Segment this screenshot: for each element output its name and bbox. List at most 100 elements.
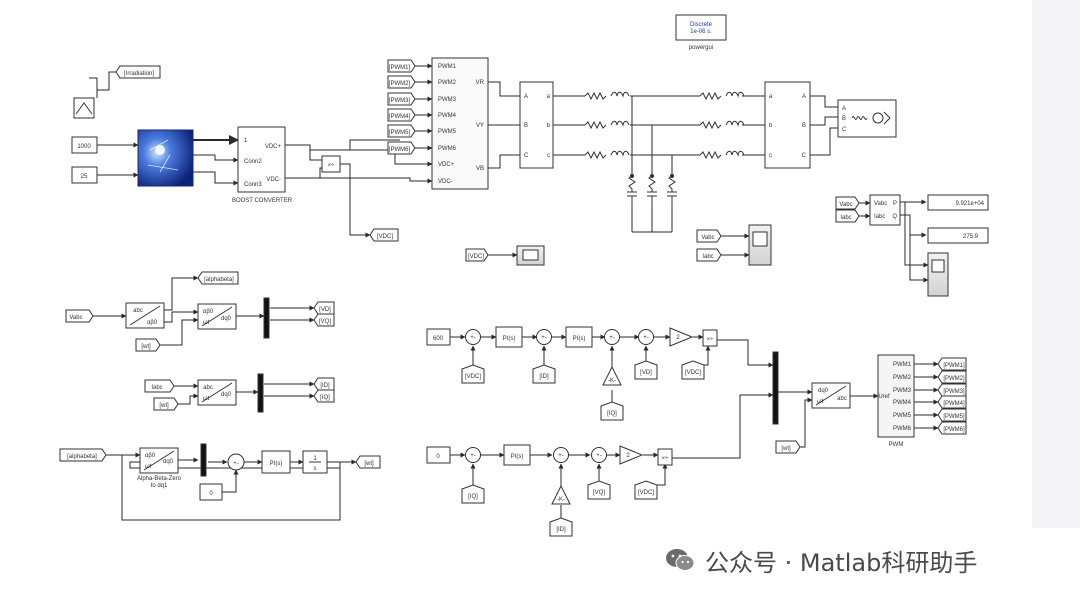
inductor-inv-0[interactable]	[584, 91, 630, 101]
gain-k-lower[interactable]: -K-	[551, 484, 571, 505]
pwm-goto-4[interactable]: [PWM4]	[937, 395, 967, 409]
pwm-goto-5[interactable]: [PWM5]	[937, 408, 967, 422]
abc-to-dq-block[interactable]: abc ωt dq0	[197, 379, 237, 406]
const-600[interactable]: 600	[426, 328, 451, 346]
pll-pi-block[interactable]: PI(s)	[261, 450, 291, 474]
iq-goto[interactable]: [IQ]	[313, 389, 335, 403]
const-0[interactable]: 0	[426, 446, 451, 464]
demux-2[interactable]	[257, 373, 264, 413]
pi-id[interactable]: PI(s)	[565, 326, 593, 348]
irradiation-goto[interactable]: [Irradiation]	[115, 65, 161, 79]
pi-iq[interactable]: PI(s)	[503, 444, 531, 466]
vd-from[interactable]: [VD]	[634, 360, 658, 380]
filter-capacitor-1[interactable]	[647, 174, 657, 211]
id-from-2[interactable]: [ID]	[549, 517, 573, 537]
vabc-from-scope[interactable]: Vabc	[696, 229, 722, 243]
demux-1[interactable]	[263, 297, 270, 339]
wt-from-1[interactable]: [wt]	[135, 338, 161, 352]
filter-capacitor-2[interactable]	[667, 174, 677, 211]
pwm-goto-1[interactable]: [PWM1]	[937, 357, 967, 371]
sum-iq-ref[interactable]: +-	[465, 447, 481, 463]
sum-decouple-d[interactable]: +-	[604, 329, 620, 345]
vd-goto[interactable]: [VD]	[313, 301, 335, 315]
sum-vdc-error[interactable]: +-	[465, 329, 481, 345]
pi-vdc[interactable]: PI(s)	[495, 326, 523, 348]
id-goto[interactable]: [ID]	[313, 377, 335, 391]
inductor-inv-2[interactable]	[584, 150, 630, 160]
vdc-goto[interactable]: [VDC]	[369, 228, 399, 242]
iq-from-1[interactable]: [IQ]	[600, 401, 624, 421]
pwm-from-5[interactable]: [PWM5]	[387, 124, 416, 138]
pwm-from-1[interactable]: [PWM1]	[387, 59, 416, 73]
iabc-from-pq[interactable]: Iabc	[835, 209, 860, 223]
wt-goto[interactable]: [wt]	[355, 455, 381, 469]
inductor-grid-0[interactable]	[699, 91, 745, 101]
vabc-from-transform[interactable]: Vabc	[65, 309, 94, 323]
svg-text:Iabc: Iabc	[840, 215, 851, 221]
product-upper[interactable]: ×÷	[702, 329, 718, 347]
scope-vi[interactable]	[748, 224, 772, 266]
boost-converter-block[interactable]: 1 Conn2 Conn3 VDC+ VDC- BOOST CONVERTER	[232, 126, 293, 204]
pll-sum[interactable]: +-	[227, 453, 245, 471]
sum-decouple-q[interactable]: +-	[553, 447, 569, 463]
gain-2-lower[interactable]: 2	[619, 445, 644, 465]
iabc-from-scope[interactable]: Iabc	[696, 248, 722, 262]
const-0-pll[interactable]: 0	[199, 483, 223, 501]
pwm-goto-6[interactable]: [PWM6]	[937, 421, 967, 435]
scope-pq[interactable]	[927, 252, 949, 297]
display-q[interactable]: 275.9	[927, 227, 989, 244]
wt-from-3[interactable]: [wt]	[775, 440, 801, 454]
mux-dq[interactable]	[772, 351, 779, 425]
wt-from-2[interactable]: [wt]	[153, 397, 179, 411]
alphabeta-to-dq-block[interactable]: αβ0 ωt dq0	[197, 303, 237, 330]
product-lower[interactable]: ×÷	[657, 448, 673, 466]
svg-text:αβ0: αβ0	[145, 453, 156, 459]
vq-from[interactable]: [VQ]	[587, 480, 611, 500]
pwm-from-2[interactable]: [PWM2]	[387, 75, 416, 89]
irradiation-source[interactable]	[73, 97, 95, 119]
constant-1000[interactable]: 1000	[71, 136, 98, 154]
gain-2-upper[interactable]: 2	[669, 327, 694, 347]
vdc-from-3[interactable]: [VDC]	[681, 360, 705, 380]
vdc-from-4[interactable]: [VDC]	[634, 480, 658, 500]
id-from-1[interactable]: [ID]	[532, 364, 556, 384]
inductor-inv-1[interactable]	[584, 120, 630, 130]
scope-vdc[interactable]	[516, 245, 545, 266]
gain-k-upper[interactable]: -K-	[602, 365, 622, 386]
power-calculation-block[interactable]: Vabc Iabc P Q	[869, 194, 901, 226]
pwm-goto-2[interactable]: [PWM2]	[937, 370, 967, 384]
dq-to-abc-block[interactable]: dq0 ωt abc	[811, 382, 851, 409]
integrator-block[interactable]: 1 s	[302, 450, 328, 474]
vdc-from-scope[interactable]: [VDC]	[465, 248, 489, 262]
sum-vd-ff[interactable]: +-	[638, 329, 654, 345]
inductor-grid-2[interactable]	[699, 150, 745, 160]
inductor-grid-1[interactable]	[699, 120, 745, 130]
powergui-block[interactable]: Discrete 1e-06 s. powergui	[675, 14, 727, 51]
alphabeta-from[interactable]: [alphabeta]	[59, 448, 107, 462]
display-p[interactable]: 9.921e+04	[927, 194, 989, 211]
vdc-product-block[interactable]: ×÷	[321, 155, 341, 173]
iabc-from-transform[interactable]: Iabc	[144, 379, 175, 393]
sum-id-error[interactable]: +-	[536, 329, 552, 345]
abc-to-alphabeta-block[interactable]: abc αβ0	[125, 302, 165, 329]
pwm-goto-3[interactable]: [PWM3]	[937, 383, 967, 397]
iq-from-2[interactable]: [IQ]	[461, 484, 485, 504]
demux-pll[interactable]	[200, 443, 207, 477]
constant-25[interactable]: 25	[71, 166, 98, 184]
vdc-from-2[interactable]: [VDC]	[461, 364, 485, 384]
filter-capacitor-0[interactable]	[627, 174, 637, 211]
alphabeta-goto[interactable]: [alphabeta]	[197, 271, 239, 285]
pwm-from-4[interactable]: [PWM4]	[387, 108, 416, 122]
pll-alphabeta-dq-block[interactable]: αβ0 ωt dq0 Alpha-Beta-Zero to dq1	[137, 447, 182, 489]
vabc-from-pq[interactable]: Vabc	[835, 196, 860, 210]
pv-array-block[interactable]	[137, 129, 194, 187]
vq-goto[interactable]: [VQ]	[313, 313, 335, 327]
three-phase-load[interactable]: A B C	[837, 99, 897, 138]
pwm-from-3[interactable]: [PWM3]	[387, 92, 416, 106]
sum-vq-ff[interactable]: +-	[591, 447, 607, 463]
pwm-from-6[interactable]: [PWM6]	[387, 141, 416, 155]
